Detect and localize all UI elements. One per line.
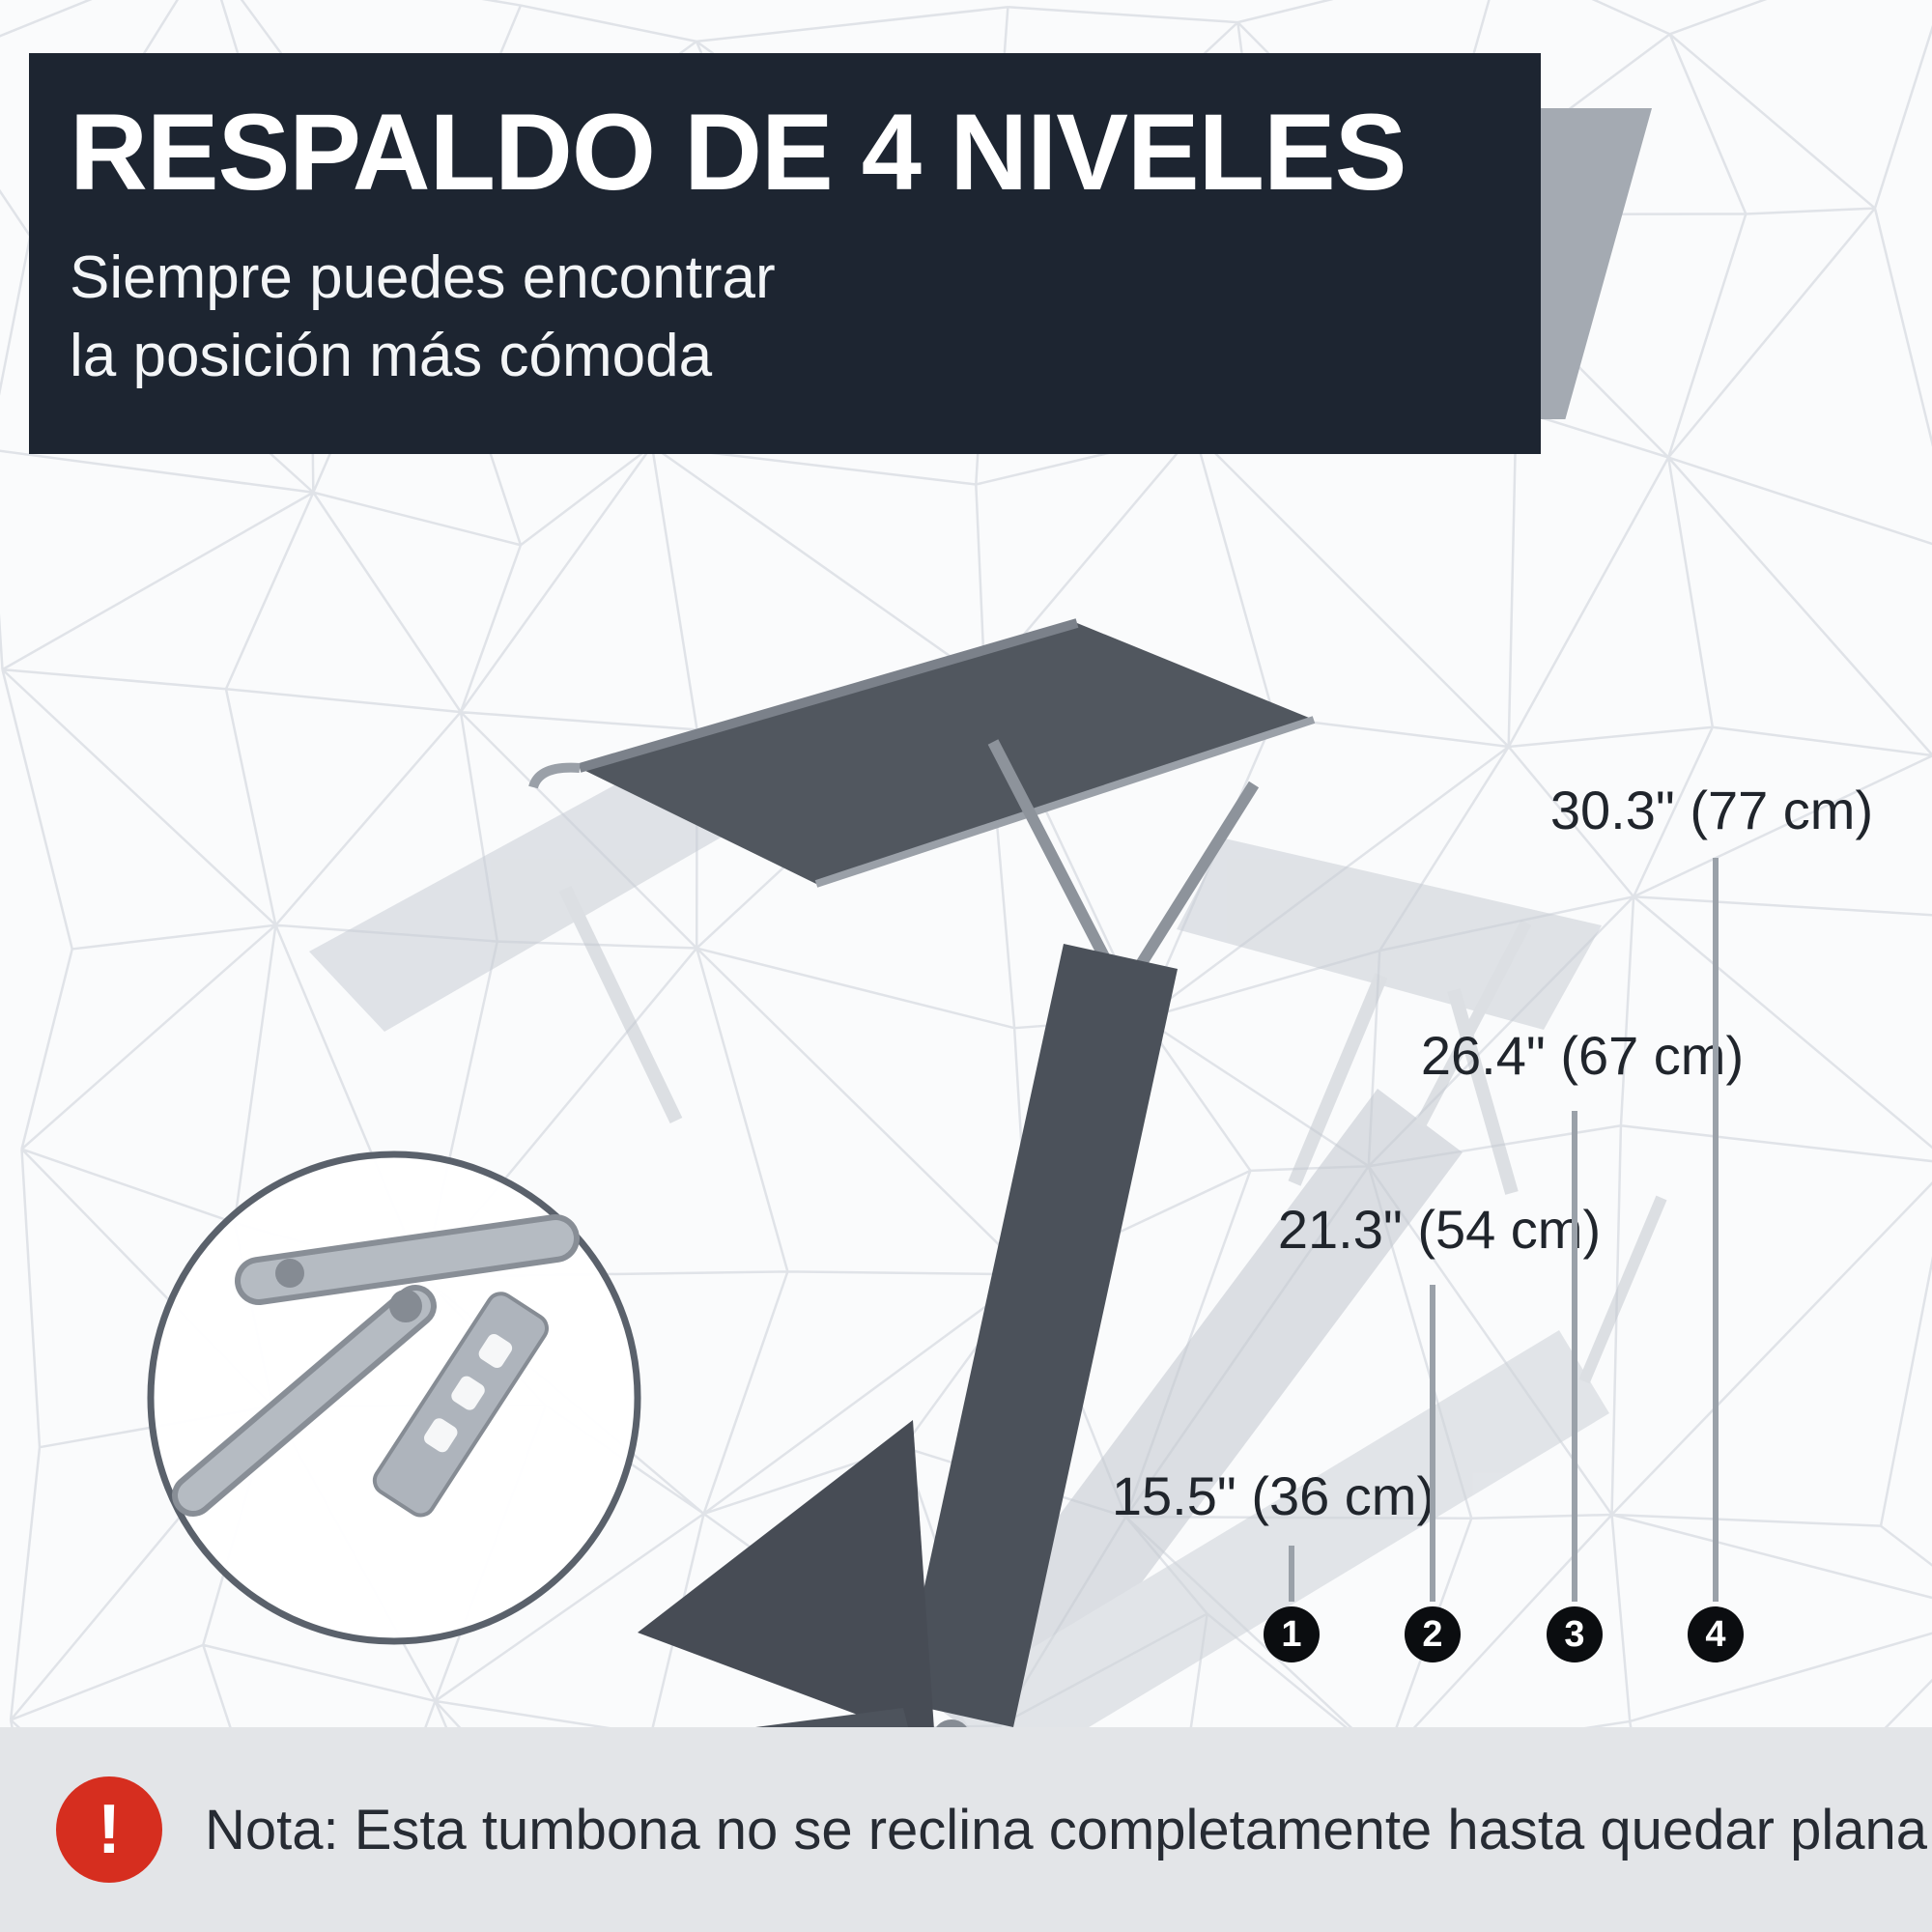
subtitle-line-2: la posición más cómoda (70, 323, 713, 390)
measurement-line-2 (1430, 1285, 1435, 1602)
subtitle-line-1: Siempre puedes encontrar (70, 243, 776, 311)
measurement-line-4 (1713, 858, 1719, 1602)
measurement-badge-3: 3 (1547, 1606, 1603, 1662)
note-text: Nota: Esta tumbona no se reclina complet… (205, 1798, 1927, 1861)
measurement-label-4: 30.3" (77 cm) (1549, 780, 1874, 840)
measurement-label-3: 26.4" (67 cm) (1420, 1025, 1745, 1086)
note-bar: ! Nota: Esta tumbona no se reclina compl… (0, 1727, 1932, 1932)
header-block: RESPALDO DE 4 NIVELES Siempre puedes enc… (29, 53, 1541, 454)
measurement-line-1 (1289, 1546, 1294, 1602)
alert-icon: ! (56, 1776, 162, 1883)
page-title: RESPALDO DE 4 NIVELES (70, 92, 1406, 213)
measurement-badge-1: 1 (1264, 1606, 1320, 1662)
measurement-label-2: 21.3" (54 cm) (1277, 1199, 1602, 1260)
measurement-line-3 (1572, 1111, 1577, 1602)
alert-icon-glyph: ! (98, 1791, 121, 1868)
measurement-badge-2: 2 (1405, 1606, 1461, 1662)
measurement-label-1: 15.5" (36 cm) (1111, 1465, 1435, 1526)
measurement-badge-4: 4 (1688, 1606, 1744, 1662)
